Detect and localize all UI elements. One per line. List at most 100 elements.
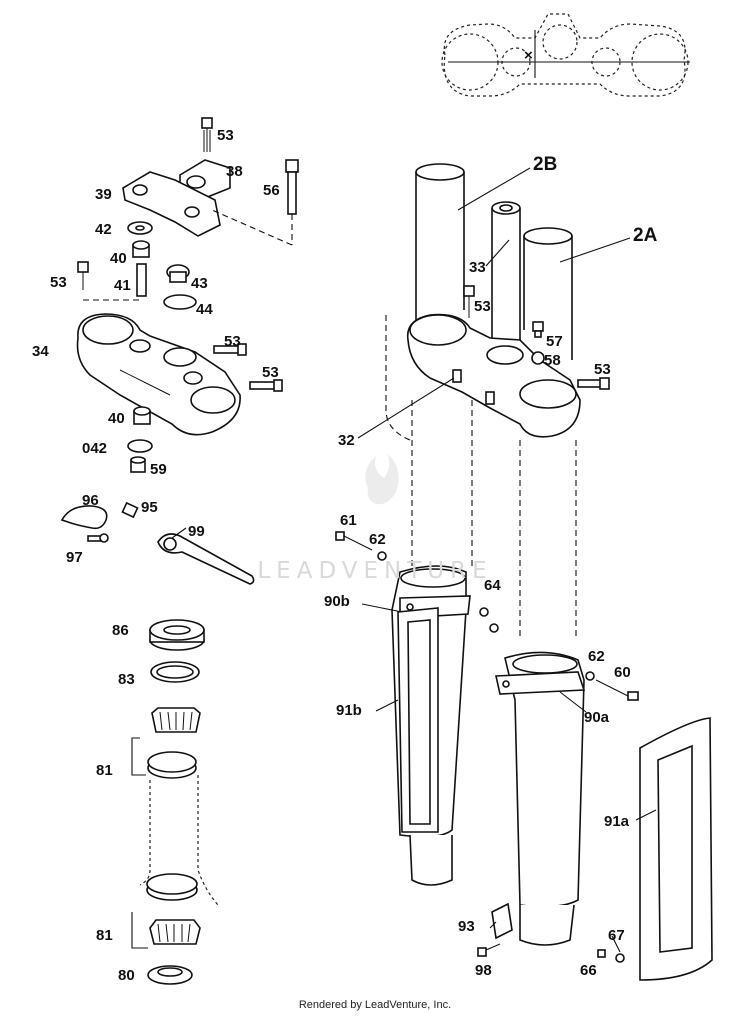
callout-91b: 91b — [336, 702, 362, 719]
callout-53: 53 — [217, 127, 234, 144]
screw-57 — [532, 321, 544, 338]
nut-58 — [531, 351, 545, 365]
callout-53: 53 — [474, 298, 491, 315]
bushing-40-upper — [132, 240, 150, 258]
bolt-98 — [477, 943, 501, 957]
lower-triple-clamp-34 — [76, 313, 241, 436]
callout-96: 96 — [82, 492, 99, 509]
nut-64-a — [479, 607, 489, 617]
callout-53: 53 — [262, 364, 279, 381]
footer-credit: Rendered by LeadVenture, Inc. — [298, 999, 452, 1011]
dust-seal-86 — [149, 619, 205, 651]
watermark: LEADVENTURE — [257, 454, 492, 584]
steering-stem-33 — [491, 201, 521, 350]
callout-43: 43 — [191, 275, 208, 292]
bracket-81-lower — [131, 912, 148, 949]
bolt-53-right — [577, 377, 610, 390]
washer-62-left — [377, 551, 387, 561]
callout-2B: 2B — [533, 154, 557, 175]
callout-93: 93 — [458, 918, 475, 935]
bushing-40-lower — [133, 406, 151, 425]
stem-center-line — [385, 315, 411, 441]
callout-67: 67 — [608, 927, 625, 944]
spanner-wrench-99 — [157, 533, 255, 585]
bolt-56-long — [211, 159, 299, 246]
callout-57: 57 — [546, 333, 563, 350]
bolt-53-clamp-top — [463, 285, 475, 318]
nut-64-b — [489, 623, 499, 633]
cap-nut-43 — [166, 264, 190, 283]
callout-53: 53 — [594, 361, 611, 378]
callout-2A: 2A — [633, 225, 658, 246]
washer-042 — [127, 439, 153, 453]
washer-62-right — [585, 671, 595, 681]
bolt-61 — [335, 531, 373, 551]
bracket-81-upper — [131, 737, 146, 776]
nut-59 — [130, 456, 146, 473]
callout-32: 32 — [338, 432, 355, 449]
callout-95: 95 — [141, 499, 158, 516]
bearing-81-upper — [151, 707, 201, 733]
callout-40: 40 — [108, 410, 125, 427]
seal-80 — [147, 965, 193, 985]
callout-59: 59 — [150, 461, 167, 478]
callout-64: 64 — [484, 577, 501, 594]
callout-81: 81 — [96, 762, 113, 779]
callout-90b: 90b — [324, 593, 350, 610]
race-81-upper — [147, 751, 197, 779]
callout-90a: 90a — [584, 709, 610, 726]
bolt-53-side-a — [213, 343, 247, 356]
callout-44: 44 — [196, 301, 213, 318]
inset-top-clamp-schematic: × — [441, 13, 690, 97]
bolt-53-left — [77, 261, 140, 301]
triple-clamp-32 — [406, 313, 581, 438]
ring-83 — [150, 661, 200, 683]
fork-leg-right — [504, 651, 585, 946]
callout-99: 99 — [188, 523, 205, 540]
frame-head-tube — [139, 775, 219, 906]
screw-97 — [87, 533, 109, 543]
screw-66 — [597, 949, 606, 958]
bearing-81-lower — [149, 919, 201, 945]
callout-56: 56 — [263, 182, 280, 199]
handlebar-clamp-lower — [122, 171, 221, 237]
washer-42-hole — [135, 225, 145, 231]
svg-text:×: × — [524, 47, 533, 64]
callout-53: 53 — [50, 274, 67, 291]
race-81-lower — [146, 873, 198, 901]
callout-58: 58 — [544, 352, 561, 369]
bolt-53-top — [201, 117, 213, 152]
axle-clamp-93 — [491, 902, 513, 940]
fork-guard-91a — [639, 717, 713, 981]
callout-62: 62 — [588, 648, 605, 665]
callout-62: 62 — [369, 531, 386, 548]
callout-97: 97 — [66, 549, 83, 566]
callout-60: 60 — [614, 664, 631, 681]
callout-41: 41 — [114, 277, 131, 294]
callout-42: 42 — [95, 221, 112, 238]
callout-83: 83 — [118, 671, 135, 688]
fork-guard-91b — [397, 607, 439, 833]
washer-67 — [615, 953, 625, 963]
washer-44 — [163, 294, 197, 310]
callout-66: 66 — [580, 962, 597, 979]
callout-91a: 91a — [604, 813, 630, 830]
clamp-90a — [495, 671, 586, 695]
watermark-text: LEADVENTURE — [257, 558, 492, 584]
bolt-53-side-b — [249, 379, 283, 392]
pin-41 — [136, 263, 147, 297]
callout-98: 98 — [475, 962, 492, 979]
callout-39: 39 — [95, 186, 112, 203]
callout-53: 53 — [224, 333, 241, 350]
callout-38: 38 — [226, 163, 243, 180]
callout-labels: 53 38 39 56 42 40 53 41 43 44 34 53 53 4… — [32, 127, 658, 984]
bolt-60 — [595, 679, 639, 701]
cable-clamp-96 — [60, 505, 108, 530]
leader-lines — [171, 167, 657, 953]
callout-34: 34 — [32, 343, 49, 360]
callout-86: 86 — [112, 622, 129, 639]
callout-81: 81 — [96, 927, 113, 944]
callout-33: 33 — [469, 259, 486, 276]
fork-tube-2A — [519, 227, 577, 640]
